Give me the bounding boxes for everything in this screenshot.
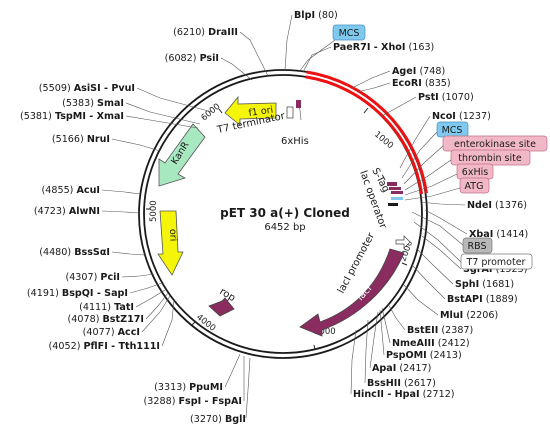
feature-f1-ori: f1 ori [224, 95, 277, 126]
thrombin-site-label: thrombin site [458, 153, 522, 164]
tick-label-1000: 1000 [372, 130, 395, 152]
site-sphi: SphI (1681) [455, 279, 514, 290]
insert-segment-inner [305, 75, 424, 195]
his-tag-top-label: 6xHis [281, 136, 309, 147]
atg-label: ATG [465, 181, 484, 192]
feature-kanr: KanR [158, 123, 206, 187]
site-ecori: EcoRI (835) [392, 78, 451, 89]
right-leaders [284, 14, 468, 395]
site-bsshii: BssHII (2617) [367, 378, 436, 389]
site-ppumi: (3313) PpuMI [154, 382, 223, 393]
tag-his-tag: 6xHis [456, 163, 494, 180]
site-bsteii: BstEII (2387) [407, 325, 473, 336]
site-bstapi: BstAPI (1889) [447, 294, 518, 305]
rbs-label: RBS [468, 241, 487, 252]
his-tag-label: 6xHis [462, 167, 488, 178]
site-apai: ApaI (2417) [372, 363, 431, 374]
site-bstz17i: (4078) BstZ17I [68, 314, 144, 325]
backbone [138, 69, 428, 359]
feature-small-box [286, 106, 294, 119]
site-psii: (6082) PsiI [165, 53, 219, 64]
site-xbai: XbaI (1414) [469, 229, 528, 240]
site-asisi-pvui: (5509) AsiSI - PvuI [39, 83, 135, 94]
site-acui: (4855) AcuI [42, 185, 100, 196]
tag-thrombin-site: thrombin site [450, 149, 531, 166]
tick-label-5000: 5000 [149, 200, 159, 222]
site-ncoi: NcoI (1237) [432, 111, 491, 122]
site-blpi: BlpI (80) [294, 10, 338, 21]
site-paer7i-xhoi: PaeR7I - XhoI (163) [333, 42, 434, 53]
tick-label-6000: 6000 [200, 102, 223, 124]
site-acci: (4077) AccI [83, 327, 140, 338]
site-smai: (5383) SmaI [62, 98, 124, 109]
site-ndei: NdeI (1376) [467, 200, 527, 211]
map-title: pET 30 a(+) Cloned [220, 206, 350, 220]
backbone-inner-ring [143, 74, 423, 354]
site-tati: (4111) TatI [79, 302, 134, 313]
tick-label-3000: 3000 [314, 327, 336, 337]
tag-enterokinase-site: enterokinase site [442, 135, 548, 152]
site-bgli: (3270) BglI [190, 414, 246, 425]
map-size: 6452 bp [264, 222, 305, 233]
site-fspi-fspai: (3288) FspI - FspAI [144, 396, 242, 407]
left-leaders [101, 31, 269, 419]
tag-atg: ATG [459, 177, 490, 194]
mcs-mid-label: MCS [442, 125, 463, 136]
insert-segment [306, 70, 428, 194]
site-hincii-hpai: HincII - HpaI (2712) [353, 389, 455, 400]
site-alwni: (4723) AlwNI [34, 206, 100, 217]
site-tspmi-xmai: (5381) TspMI - XmaI [20, 111, 124, 122]
backbone-outer-ring [138, 69, 428, 359]
ori-label: ori [167, 229, 178, 242]
site-draiii: (6210) DraIII [173, 27, 238, 38]
enterokinase-site-label: enterokinase site [454, 139, 536, 150]
tick-marks [146, 107, 408, 351]
t7-promoter-label: T7 promoter [466, 257, 526, 268]
mcs-top-label: MCS [339, 28, 360, 39]
site-pflfi-tth111i: (4052) PflFI - Tth111I [49, 341, 160, 352]
site-bsssai: (4480) BssSαI [39, 247, 110, 258]
site-mlui: MluI (2206) [440, 310, 498, 321]
feature-rop: rop [208, 286, 237, 317]
his-tag-top-marker [296, 100, 301, 108]
tag-t7-promoter: T7 promoter [460, 253, 533, 270]
small-markers [387, 182, 403, 206]
tag-mcs-top: MCS [332, 24, 366, 41]
site-nmeaiii: NmeAIII (2412) [392, 338, 470, 349]
laci-promoter-arrow [395, 235, 411, 249]
feature-ori: ori [157, 210, 184, 276]
left-sites: (6210) DraIII (6082) PsiI (5509) AsiSI -… [20, 27, 246, 425]
tag-rbs: RBS [462, 237, 493, 254]
site-nrui: (5166) NruI [52, 134, 110, 145]
site-bspqi-sapi: (4191) BspQI - SapI [27, 288, 128, 299]
site-pcii: (4307) PciI [65, 272, 120, 283]
right-sites: BlpI (80) PaeR7I - XhoI (163) AgeI (748)… [294, 10, 528, 400]
site-sgrai: SgrAI (1525) [463, 264, 527, 275]
site-psti: PstI (1070) [418, 92, 474, 103]
tag-mcs-mid: MCS [436, 121, 469, 138]
site-pspomi: PspOMI (2413) [386, 350, 462, 361]
site-agei: AgeI (748) [392, 66, 445, 77]
f1-ori-label: f1 ori [248, 105, 274, 119]
